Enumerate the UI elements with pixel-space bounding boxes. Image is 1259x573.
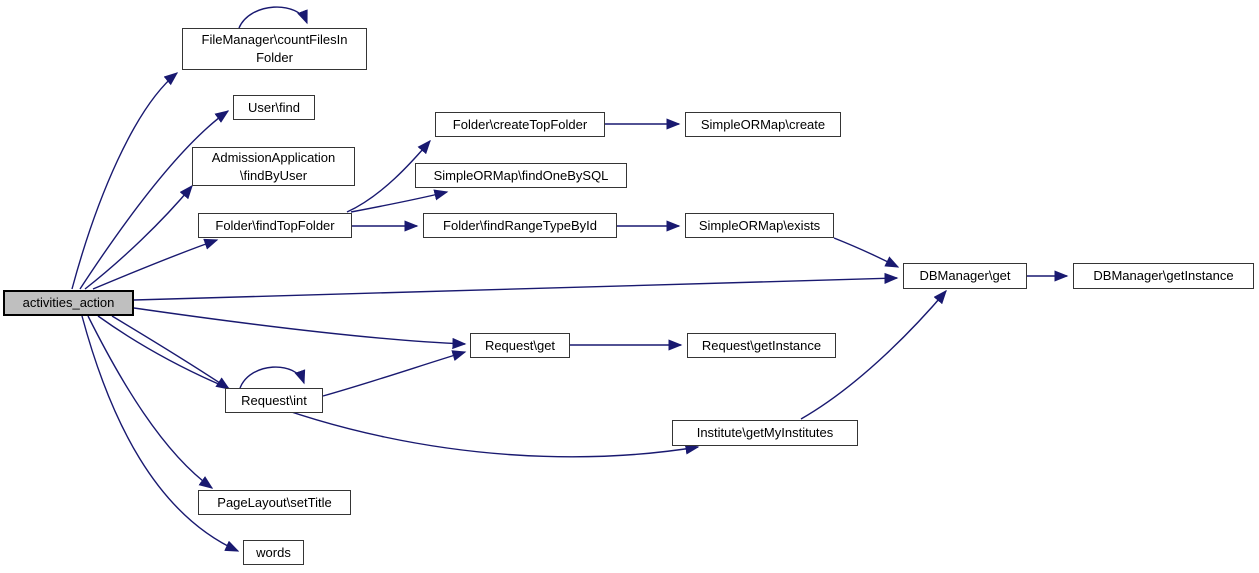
- edge-activities_action-pagelayout_settitle: [87, 315, 214, 489]
- edge-request_int-self-loop: [239, 366, 306, 389]
- node-request-get[interactable]: Request\get: [470, 333, 570, 358]
- edge-activities_action-admissionapplication_findbyuser: [84, 184, 193, 290]
- node-filemanager-countfilesinfolder[interactable]: FileManager\countFilesIn Folder: [182, 28, 367, 70]
- node-folder-findrangetypebyid[interactable]: Folder\findRangeTypeById: [423, 213, 617, 238]
- edge-activities_action-request_int: [111, 315, 231, 390]
- node-user-find[interactable]: User\find: [233, 95, 315, 120]
- edge-activities_action-dbmanager_get: [133, 272, 899, 301]
- edge-activities_action-institute_getmyinstitutes: [97, 315, 700, 458]
- node-request-getinstance[interactable]: Request\getInstance: [687, 333, 836, 358]
- edge-simpleormap_exists-dbmanager_get: [833, 237, 900, 268]
- node-dbmanager-getinstance[interactable]: DBManager\getInstance: [1073, 263, 1254, 289]
- edge-filemanager_countfilesinfolder-self-loop: [238, 6, 308, 29]
- node-simpleormap-exists[interactable]: SimpleORMap\exists: [685, 213, 834, 238]
- node-institute-getmyinstitutes[interactable]: Institute\getMyInstitutes: [672, 420, 858, 446]
- edge-activities_action-folder_findtopfolder: [92, 238, 219, 290]
- edge-folder_findtopfolder-simpleormap_findonebysql: [350, 189, 449, 213]
- node-words[interactable]: words: [243, 540, 304, 565]
- edge-activities_action-user_find: [79, 110, 230, 290]
- node-simpleormap-create[interactable]: SimpleORMap\create: [685, 112, 841, 137]
- node-folder-createtopfolder[interactable]: Folder\createTopFolder: [435, 112, 605, 137]
- node-simpleormap-findonebysql[interactable]: SimpleORMap\findOneBySQL: [415, 163, 627, 188]
- node-request-int[interactable]: Request\int: [225, 388, 323, 413]
- node-pagelayout-settitle[interactable]: PageLayout\setTitle: [198, 490, 351, 515]
- node-admissionapplication-findbyuser[interactable]: AdmissionApplication \findByUser: [192, 147, 355, 186]
- node-activities-action[interactable]: activities_action: [3, 290, 134, 316]
- edge-activities_action-filemanager_countfilesinfolder: [71, 72, 179, 290]
- node-folder-findtopfolder[interactable]: Folder\findTopFolder: [198, 213, 352, 238]
- edge-activities_action-request_get: [133, 307, 467, 350]
- edge-request_int-request_get: [322, 350, 467, 397]
- node-dbmanager-get[interactable]: DBManager\get: [903, 263, 1027, 289]
- edge-activities_action-words: [81, 315, 240, 552]
